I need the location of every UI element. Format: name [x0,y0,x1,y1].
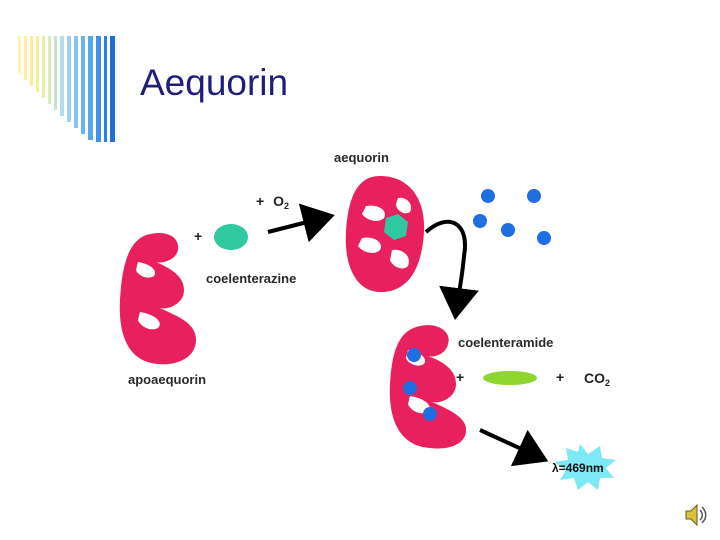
label-wavelength: λ=469nm [552,461,604,475]
co2-symbol: CO [584,370,605,386]
oxygen-symbol: O [273,193,284,209]
chromophore [384,214,408,240]
decorative-stripes [18,36,115,142]
arrow-calcium-binding [424,219,479,320]
arrow-to-light [479,428,549,467]
calcium-ion [481,189,495,203]
label-coelenteramide: coelenteramide [458,335,554,350]
plus-sign: + [194,228,203,244]
bound-calcium-ion [423,407,437,421]
apoaequorin-shape [119,232,196,365]
plus-sign: + [256,193,265,209]
carbon-dioxide-label: CO2 [584,371,610,388]
co2-subscript: 2 [605,378,611,388]
oxygen-subscript: 2 [283,201,289,211]
calcium-ion [501,223,515,237]
slide-title: Aequorin [140,62,289,103]
oxygen-label: + O2 [256,194,289,211]
label-coelenterazine: coelenterazine [206,271,297,286]
bound-calcium-ion [407,348,421,362]
coelenteramide-molecule [483,371,537,385]
aequorin-shape [345,176,425,293]
calcium-ion [537,231,551,245]
arrow-to-aequorin [267,203,335,243]
calcium-ion [527,189,541,203]
plus-sign: + [556,369,565,385]
plus-sign: + [456,369,465,385]
coelenterazine-molecule [214,224,248,250]
light-flash [554,444,616,490]
protein-with-calcium [389,325,467,449]
label-aequorin: aequorin [334,150,389,165]
speaker-icon[interactable] [684,502,708,528]
label-apoaequorin: apoaequorin [128,372,207,387]
calcium-ion [473,214,487,228]
bound-calcium-ion [403,381,417,395]
